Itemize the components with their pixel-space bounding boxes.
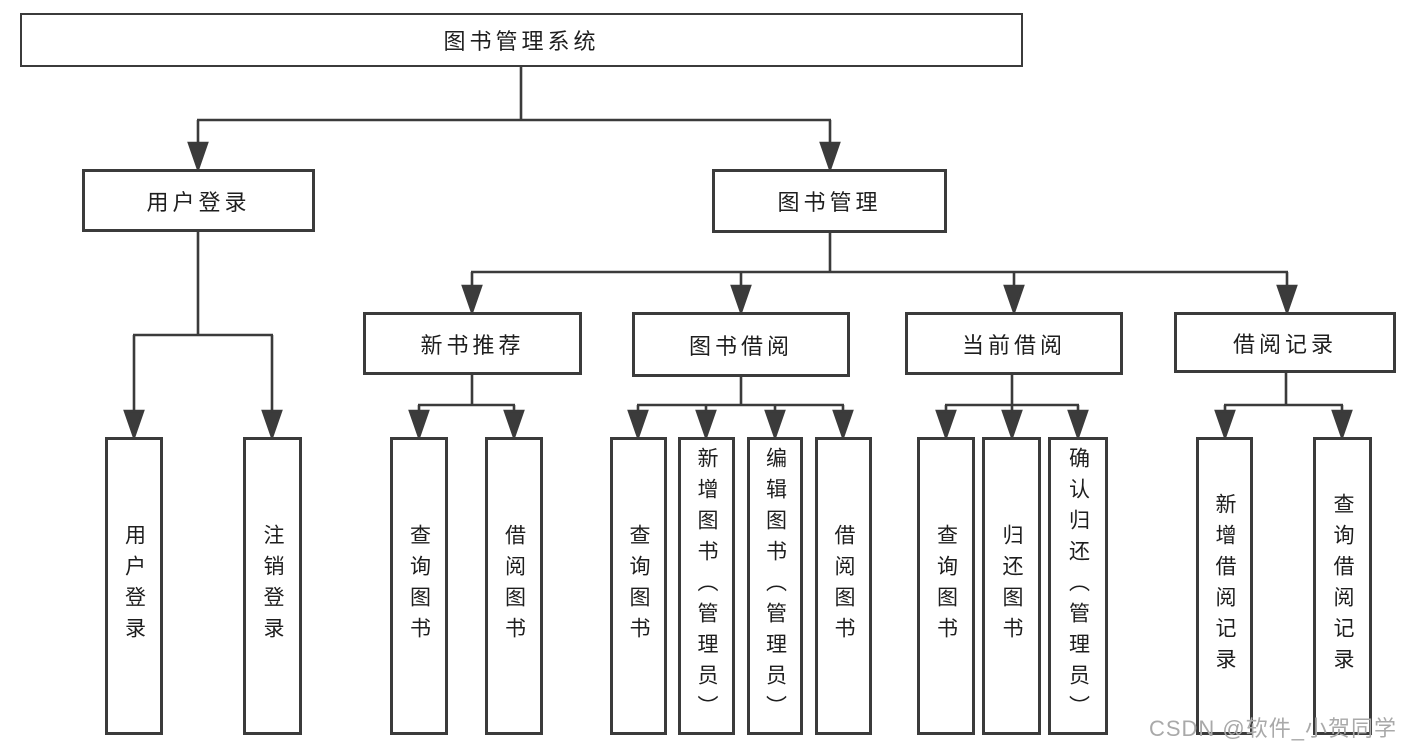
leaf-user-login: 用户登录: [105, 437, 163, 735]
leaf-borrow-books-1: 借阅图书: [485, 437, 543, 735]
leaf-query-books-2: 查询图书: [610, 437, 667, 735]
node-book-management: 图书管理: [712, 169, 947, 233]
leaf-add-borrow-record: 新增借阅记录: [1196, 437, 1253, 735]
node-current-borrowing: 当前借阅: [905, 312, 1123, 375]
node-library-management-system: 图书管理系统: [20, 13, 1023, 67]
leaf-borrow-books-2: 借阅图书: [815, 437, 872, 735]
node-user-login: 用户登录: [82, 169, 315, 232]
leaf-query-books-1: 查询图书: [390, 437, 448, 735]
leaf-add-books-admin: 新增图书（管理员）: [678, 437, 735, 735]
node-book-borrowing: 图书借阅: [632, 312, 850, 377]
leaf-query-borrow-record: 查询借阅记录: [1313, 437, 1372, 735]
node-borrowing-records: 借阅记录: [1174, 312, 1396, 373]
leaf-return-books: 归还图书: [982, 437, 1041, 735]
node-new-book-recommendation: 新书推荐: [363, 312, 582, 375]
leaf-logout: 注销登录: [243, 437, 302, 735]
leaf-confirm-return-admin: 确认归还（管理员）: [1048, 437, 1108, 735]
csdn-watermark: CSDN @软件_小贺同学: [1148, 716, 1397, 741]
leaf-edit-books-admin: 编辑图书（管理员）: [747, 437, 803, 735]
leaf-query-books-3: 查询图书: [917, 437, 975, 735]
